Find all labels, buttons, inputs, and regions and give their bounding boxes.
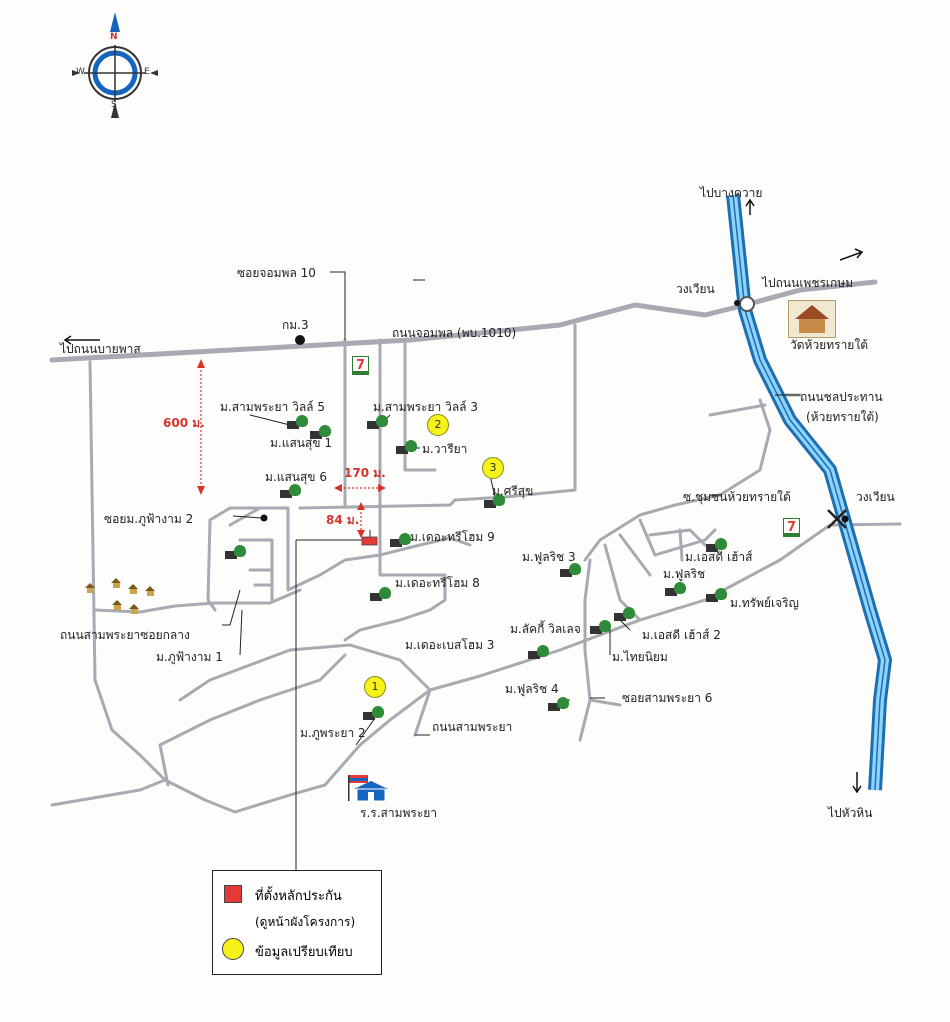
label-to-phetkasem: ไปถนนเพชรเกษม [762, 276, 854, 290]
village-icon [528, 645, 550, 659]
village-icon [484, 494, 506, 508]
label-saensuk6: ม.แสนสุข 6 [265, 470, 327, 484]
comparable-circle-icon [222, 938, 244, 960]
hut-icon [111, 578, 122, 588]
hut-icon [145, 586, 156, 596]
label-chonprathan-1: ถนนชลประทาน [800, 390, 883, 404]
school-icon [346, 773, 388, 803]
seven-eleven-icon: 7 [783, 518, 800, 537]
distance-600: 600 ม. [163, 416, 205, 430]
legend-comparables: ข้อมูลเปรียบเทียบ [255, 945, 353, 960]
roundabout-icon [739, 296, 755, 312]
legend-site-note: (ดูหน้าผังโครงการ) [255, 915, 356, 929]
label-sampraya-middle: ถนนสามพระยาซอยกลาง [60, 628, 190, 642]
label-fulrich: ม.ฟูลริช [663, 567, 706, 581]
label-soi-chompon10: ซอยจอมพล 10 [237, 266, 316, 280]
compass-w: W [76, 67, 85, 77]
map-legend: ที่ตั้งหลักประกัน (ดูหน้าผังโครงการ) ข้อ… [212, 870, 382, 975]
hut-icon [128, 584, 139, 594]
label-the-treehome8: ม.เดอะทรีโฮม 8 [395, 576, 480, 590]
village-icon [614, 607, 636, 621]
label-to-naiphat: ไปถนนบายพาส [60, 342, 141, 356]
comparable-marker-1[interactable]: 1 [364, 676, 386, 698]
legend-site: ที่ตั้งหลักประกัน [255, 889, 342, 904]
village-icon [665, 582, 687, 596]
village-icon [548, 697, 570, 711]
village-icon [706, 538, 728, 552]
village-icon [390, 533, 412, 547]
label-lucky-village: ม.ลัคกี้ วิลเลจ [510, 622, 581, 636]
label-roundabout-north: วงเวียน [676, 282, 715, 296]
label-wat: วัดห้วยทรายใต้ [790, 338, 868, 352]
site-marker [361, 536, 378, 546]
label-phufangam1: ม.ภูฟ้างาม 1 [156, 650, 223, 664]
site-square-icon [224, 885, 242, 903]
compass-s: S [111, 100, 117, 110]
seven-eleven-icon: 7 [352, 356, 369, 375]
label-chumchon: ซ.ชุมชนห้วยทรายใต้ [683, 490, 791, 504]
label-soi-phufangam2: ซอยม.ภูฟ้างาม 2 [104, 512, 194, 526]
label-to-huahin: ไปหัวหิน [828, 806, 873, 820]
label-sampraya-villa5: ม.สามพระยา วิลล์ 5 [220, 400, 325, 414]
distance-84: 84 ม. [326, 513, 360, 527]
label-road-chompon: ถนนจอมพล (พบ.1010) [392, 326, 517, 340]
label-to-bangkhwai: ไปบางควาย [700, 186, 763, 200]
village-icon [363, 706, 385, 720]
label-road-sampraya: ถนนสามพระยา [432, 720, 513, 734]
label-fulrich3: ม.ฟูลริช 3 [522, 550, 576, 564]
compass-n: N [110, 32, 118, 42]
distance-170: 170 ม. [344, 466, 386, 480]
village-icon [560, 563, 582, 577]
comparable-marker-2[interactable]: 2 [427, 414, 449, 436]
temple-icon [788, 300, 836, 338]
village-icon [396, 440, 418, 454]
label-km3: กม.3 [282, 318, 309, 332]
label-sapcharoen: ม.ทรัพย์เจริญ [730, 596, 799, 610]
label-saensuk1: ม.แสนสุข 1 [270, 436, 332, 450]
village-icon [287, 415, 309, 429]
label-sd-house2: ม.เอสดี เฮ้าส์ 2 [642, 628, 721, 642]
village-icon [310, 425, 332, 439]
comparable-marker-3[interactable]: 3 [482, 457, 504, 479]
village-icon [367, 415, 389, 429]
label-the-besthome3: ม.เดอะเบสโฮม 3 [405, 638, 495, 652]
label-variya: ม.วารียา [422, 442, 468, 456]
label-roundabout-east: วงเวียน [856, 490, 895, 504]
label-srisuk: ม.ศรีสุข [492, 484, 534, 498]
village-icon [706, 588, 728, 602]
compass-icon: N S W E [70, 10, 160, 120]
village-icon [370, 587, 392, 601]
hut-icon [85, 583, 96, 593]
village-icon [225, 545, 247, 559]
hut-icon [129, 604, 140, 614]
label-sampraya-villa3: ม.สามพระยา วิลล์ 3 [373, 400, 478, 414]
village-icon [280, 484, 302, 498]
label-the-treehome9: ม.เดอะทรีโฮม 9 [410, 530, 495, 544]
label-sd-house: ม.เอสดี เฮ้าส์ [685, 550, 753, 564]
label-chonprathan-2: (ห้วยทรายใต้) [806, 410, 879, 424]
label-fulrich4: ม.ฟูลริช 4 [505, 682, 559, 696]
compass-e: E [144, 67, 150, 77]
village-icon [590, 620, 612, 634]
label-soi-sampraya6: ซอยสามพระยา 6 [622, 691, 713, 705]
hut-icon [112, 600, 123, 610]
label-thainiyom: ม.ไทยนิยม [612, 650, 668, 664]
label-phupraya2: ม.ภูพระยา 2 [300, 726, 366, 740]
label-school: ร.ร.สามพระยา [360, 806, 438, 820]
